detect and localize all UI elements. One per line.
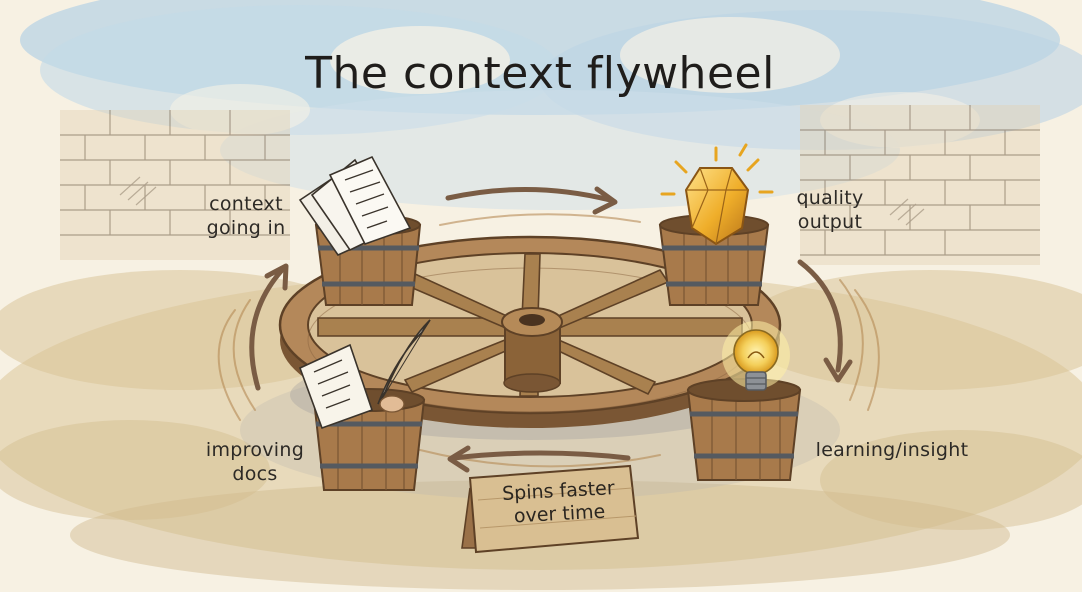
- label-line: quality: [796, 187, 864, 209]
- arrow-right: [797, 259, 843, 373]
- sign-text: Spins faster over time: [475, 476, 643, 531]
- gem-icon: [660, 143, 774, 246]
- label-line: output: [797, 211, 863, 233]
- documents-icon: [298, 155, 412, 257]
- label-quality-output: quality output: [782, 186, 878, 234]
- quill-icon: [298, 319, 431, 430]
- sign-board: [461, 464, 640, 554]
- label-line: learning/insight: [815, 439, 969, 461]
- sign-line: over time: [513, 500, 606, 528]
- arrow-left: [249, 267, 285, 391]
- label-line: improving: [205, 439, 305, 461]
- arrow-top: [445, 186, 613, 203]
- label-line: docs: [232, 463, 278, 485]
- lightbulb-icon: [722, 321, 790, 391]
- diagram-title: The context flywheel: [305, 48, 775, 99]
- label-learning-insight: learning/insight: [806, 438, 978, 462]
- label-line: context: [209, 193, 283, 215]
- brick-wall-left: [60, 110, 290, 260]
- label-line: going in: [206, 217, 286, 239]
- sky: [20, 0, 1082, 210]
- cycle-arrows: [249, 186, 853, 473]
- arrow-bottom: [451, 450, 631, 461]
- brick-wall-right: [800, 105, 1040, 265]
- label-context-going-in: context going in: [196, 192, 296, 240]
- label-improving-docs: improving docs: [200, 438, 310, 486]
- bucket-learning: [686, 378, 802, 481]
